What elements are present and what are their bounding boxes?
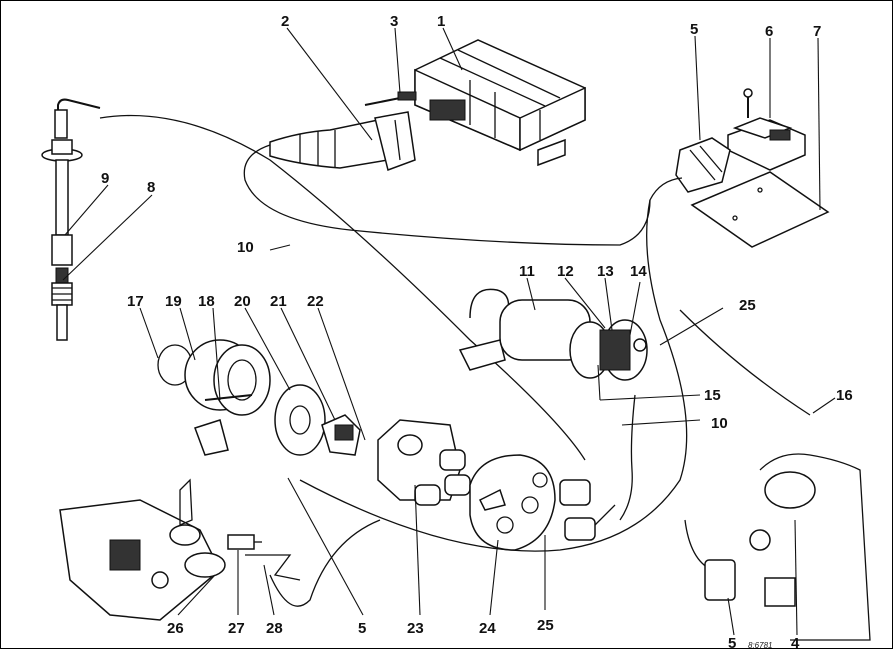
callout-17: 17 [127, 293, 144, 310]
callout-24: 24 [479, 620, 496, 637]
callout-12: 12 [557, 263, 574, 280]
control-unit [414, 39, 586, 167]
distributor-cap [377, 419, 471, 506]
callout-1: 1 [437, 13, 445, 30]
connector-5-top [675, 137, 731, 193]
callout-labels: 1 2 3 5 6 7 8 9 10 10 11 12 13 14 25 15 … [101, 13, 853, 651]
callout-11: 11 [519, 263, 535, 280]
connector-5-inset [684, 519, 736, 601]
callout-22: 22 [307, 293, 324, 310]
callout-2: 2 [281, 13, 289, 30]
lead-28 [269, 519, 381, 607]
harness-lower [299, 199, 688, 552]
callout-23: 23 [407, 620, 424, 637]
callout-14: 14 [630, 263, 647, 280]
ignition-coil [458, 288, 648, 381]
callout-18: 18 [198, 293, 215, 310]
engine-block [59, 478, 226, 621]
callout-25-lower: 25 [537, 617, 554, 634]
sensor-bracket [245, 554, 301, 581]
callout-5-inset: 5 [728, 635, 736, 651]
lead-15 [619, 394, 636, 521]
trigger-wheel [274, 384, 326, 456]
callout-7: 7 [813, 23, 821, 40]
callout-4: 4 [791, 635, 800, 651]
cap-end [469, 454, 556, 551]
callout-15: 15 [704, 387, 721, 404]
callout-28: 28 [266, 620, 283, 637]
leader-lines [62, 27, 836, 636]
ignition-module [727, 88, 806, 171]
callout-10-upper: 10 [237, 239, 254, 256]
callout-20: 20 [234, 293, 251, 310]
heat-sink-plate [690, 171, 830, 248]
ht-lead [99, 114, 586, 461]
callout-13: 13 [597, 263, 614, 280]
fixing-screw [364, 91, 417, 106]
plug-connector-25 [559, 479, 616, 541]
rotor [321, 414, 361, 456]
lead-16 [679, 309, 811, 416]
callout-6: 6 [765, 23, 773, 40]
callout-5-lower: 5 [358, 620, 366, 637]
callout-9: 9 [101, 170, 109, 187]
callout-21: 21 [270, 293, 287, 310]
inset-engine [749, 453, 871, 641]
callout-27: 27 [228, 620, 245, 637]
callout-16: 16 [836, 387, 853, 404]
harness-connector [269, 111, 416, 171]
callout-5-top: 5 [690, 21, 698, 38]
callout-10-lower: 10 [711, 415, 728, 432]
spark-plug-lead [41, 98, 101, 341]
sensor-27 [227, 534, 262, 550]
figure-stamp: 8:6781 [748, 641, 772, 650]
callout-26: 26 [167, 620, 184, 637]
callout-25-upper: 25 [739, 297, 756, 314]
distributor-body [157, 339, 271, 456]
callout-8: 8 [147, 179, 155, 196]
callout-3: 3 [390, 13, 398, 30]
callout-19: 19 [165, 293, 182, 310]
